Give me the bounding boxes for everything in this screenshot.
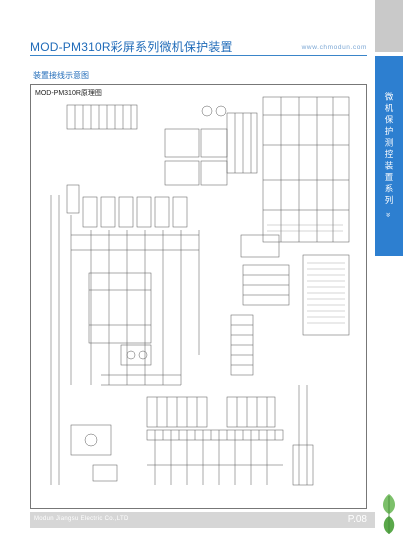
- diagram-title: MOD-PM310R原理图: [35, 90, 102, 97]
- side-tab-label: 微机保护测控装置系列 »: [384, 91, 394, 221]
- wiring-diagram: MOD-PM310R原理图: [30, 84, 367, 509]
- side-tab-top-block: [375, 0, 403, 52]
- page-title: MOD-PM310R彩屏系列微机保护装置: [30, 40, 233, 54]
- section-heading: 装置接线示意图: [33, 71, 89, 80]
- footer-bar: Modun Jiangsu Electric Co.,LTD P.08: [30, 512, 375, 528]
- header-divider: [30, 55, 367, 56]
- leaf-logo-icon: [383, 494, 395, 534]
- footer-company: Modun Jiangsu Electric Co.,LTD: [34, 516, 129, 522]
- category-side-tab[interactable]: 微机保护测控装置系列 »: [375, 56, 403, 256]
- page-number: P.08: [347, 514, 367, 525]
- website-link[interactable]: www.chmodun.com: [301, 44, 367, 51]
- schematic-drawing: [50, 96, 350, 486]
